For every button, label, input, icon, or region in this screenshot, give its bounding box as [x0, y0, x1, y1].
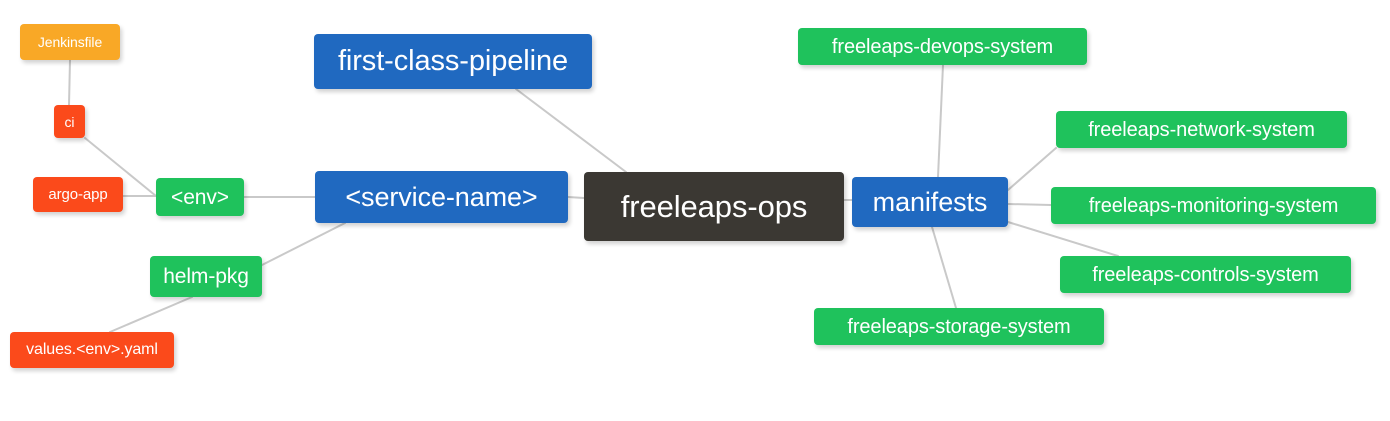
edge-manifests-devops-system	[937, 64, 944, 178]
node-jenkinsfile[interactable]: Jenkinsfile	[20, 24, 120, 60]
node-freeleaps-network-system[interactable]: freeleaps-network-system	[1056, 111, 1347, 148]
node-freeleaps-monitoring-system[interactable]: freeleaps-monitoring-system	[1051, 187, 1376, 224]
node-freeleaps-controls-system[interactable]: freeleaps-controls-system	[1060, 256, 1351, 293]
node-freeleaps-network-system-label: freeleaps-network-system	[1088, 118, 1315, 141]
node-first-class-pipeline[interactable]: first-class-pipeline	[314, 34, 592, 89]
edge-values-helm-pkg	[109, 296, 193, 333]
node-argo-app[interactable]: argo-app	[33, 177, 123, 212]
edge-manifests-monitoring-system	[1007, 203, 1052, 206]
edge-helm-pkg-service-name	[261, 222, 346, 266]
node-ci[interactable]: ci	[54, 105, 85, 138]
node-ci-label: ci	[64, 113, 75, 130]
node-jenkinsfile-label: Jenkinsfile	[37, 34, 103, 50]
edge-manifests-controls-system	[1007, 221, 1119, 257]
edge-jenkinsfile-ci	[68, 59, 71, 106]
edge-service-name-root	[567, 196, 585, 199]
node-argo-app-label: argo-app	[48, 186, 108, 203]
node-env-label: <env>	[171, 185, 229, 209]
node-freeleaps-ops-root[interactable]: freeleaps-ops	[584, 172, 844, 241]
node-values-yaml[interactable]: values.<env>.yaml	[10, 332, 174, 368]
node-freeleaps-ops-root-label: freeleaps-ops	[620, 189, 808, 224]
node-env[interactable]: <env>	[156, 178, 244, 216]
node-freeleaps-storage-system[interactable]: freeleaps-storage-system	[814, 308, 1104, 345]
node-helm-pkg-label: helm-pkg	[163, 265, 249, 288]
node-manifests[interactable]: manifests	[852, 177, 1008, 227]
edge-manifests-storage-system	[931, 226, 957, 309]
node-freeleaps-devops-system[interactable]: freeleaps-devops-system	[798, 28, 1087, 65]
node-values-yaml-label: values.<env>.yaml	[26, 341, 158, 358]
node-service-name[interactable]: <service-name>	[315, 171, 568, 223]
node-freeleaps-storage-system-label: freeleaps-storage-system	[847, 315, 1071, 338]
node-first-class-pipeline-label: first-class-pipeline	[337, 45, 569, 77]
edge-first-class-pipeline-root	[515, 88, 627, 173]
node-freeleaps-devops-system-label: freeleaps-devops-system	[831, 35, 1054, 58]
node-helm-pkg[interactable]: helm-pkg	[150, 256, 262, 297]
node-freeleaps-controls-system-label: freeleaps-controls-system	[1092, 263, 1319, 286]
node-service-name-label: <service-name>	[345, 181, 538, 212]
edge-manifests-network-system	[1007, 147, 1057, 191]
node-manifests-label: manifests	[872, 186, 988, 217]
node-freeleaps-monitoring-system-label: freeleaps-monitoring-system	[1088, 194, 1339, 217]
